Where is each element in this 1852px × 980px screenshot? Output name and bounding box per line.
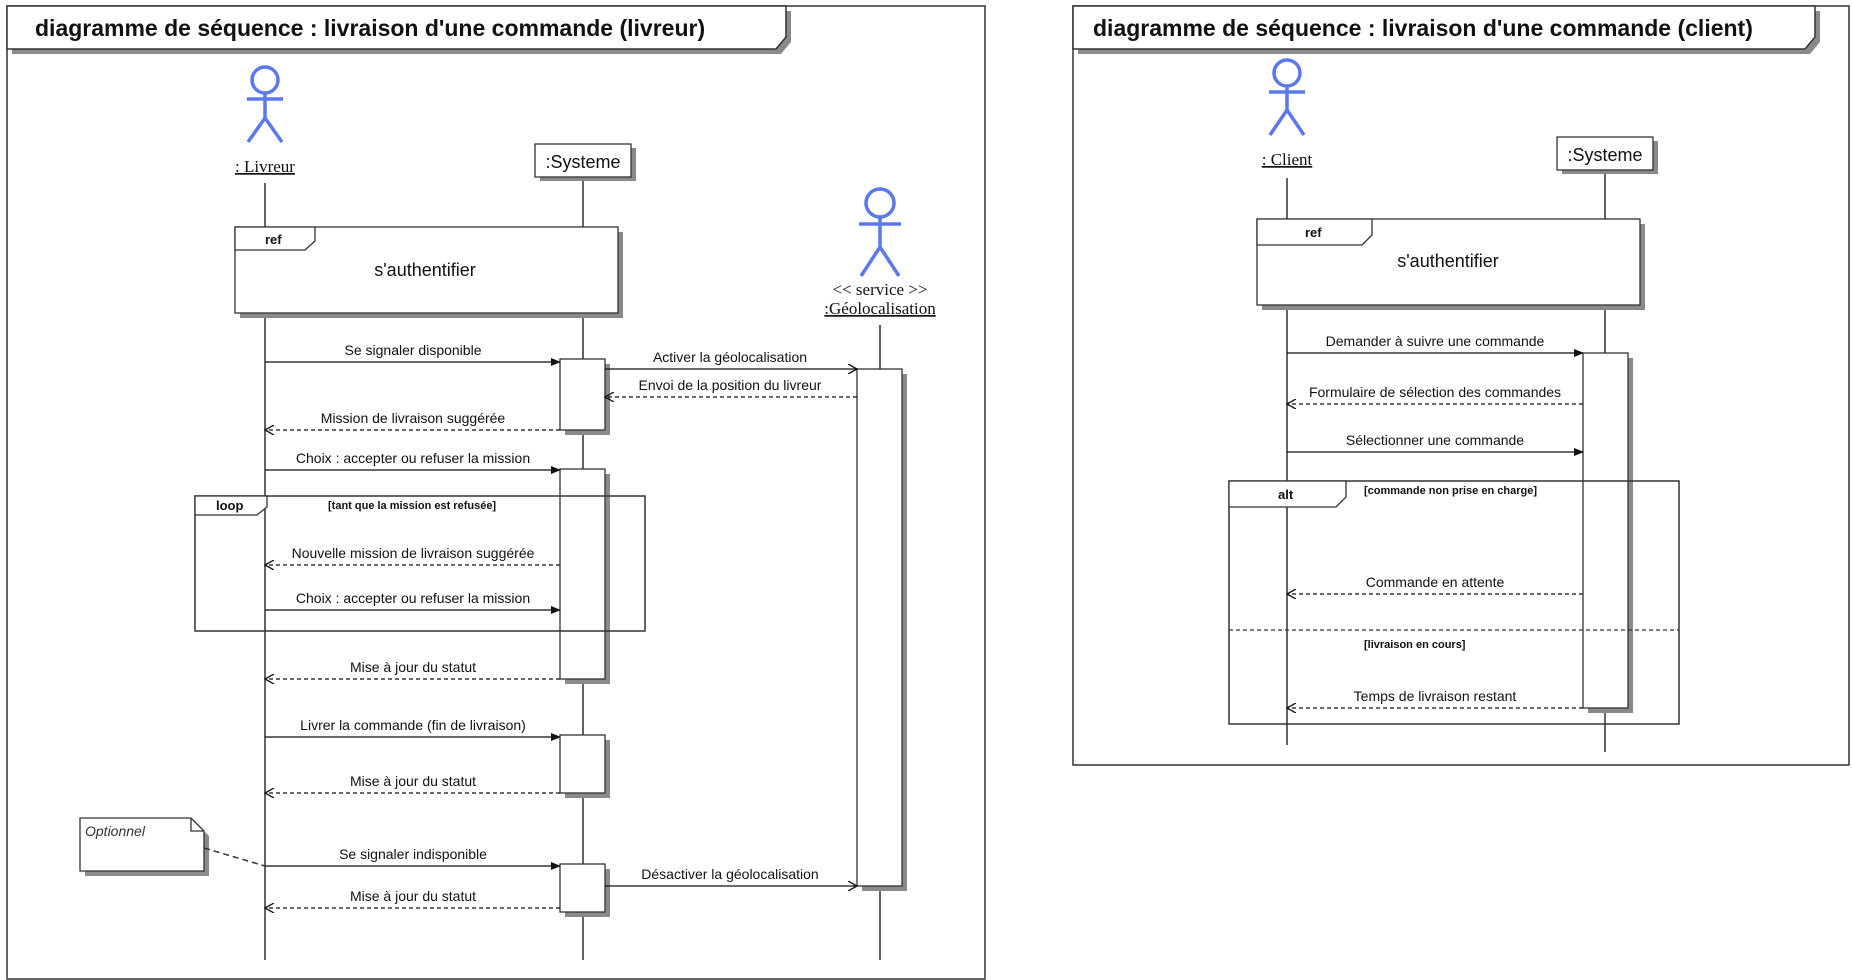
right-diagram-title: diagramme de séquence : livraison d'une … [1093,15,1753,41]
msg-commande-en-attente: Commande en attente [1366,574,1505,590]
msg-desactiver-geolocalisation: Désactiver la géolocalisation [641,866,818,882]
actor-livreur-label: : Livreur [235,157,295,176]
systeme-box-right [1556,136,1654,171]
alt-tag [1228,480,1347,508]
activation-systeme-4 [559,863,606,913]
msg-formulaire-selection: Formulaire de sélection des commandes [1309,384,1561,400]
msg-se-signaler-disponible: Se signaler disponible [345,342,482,358]
right-title-tab [1072,5,1816,50]
msg-selectionner-commande: Sélectionner une commande [1346,432,1524,448]
ref-label-right: s'authentifier [1397,251,1499,271]
left-sequence-diagram: diagramme de séquence : livraison d'une … [6,5,986,980]
systeme-box-left [534,143,632,178]
loop-tag-label: loop [216,498,243,513]
msg-mission-suggeree: Mission de livraison suggérée [321,410,506,426]
ref-tag-right [1256,218,1373,246]
note-optionnel-fold [190,818,204,832]
note-optionnel-label: Optionnel [85,823,146,839]
activation-systeme-right [1582,352,1629,709]
actor-geolocalisation-icon [859,187,901,277]
alt-guard-2: [livraison en cours] [1364,639,1466,651]
ref-tag-label-left: ref [265,232,282,247]
alt-fragment [1228,480,1680,725]
systeme-label-left: :Systeme [545,152,620,172]
ref-tag-label-right: ref [1305,225,1322,240]
systeme-label-right: :Systeme [1567,145,1642,165]
right-frame [1072,5,1850,766]
loop-guard: [tant que la mission est refusée] [328,500,496,512]
msg-maj-statut-1: Mise à jour du statut [350,659,476,675]
left-diagram-title: diagramme de séquence : livraison d'une … [35,15,705,41]
msg-envoi-position: Envoi de la position du livreur [639,377,822,393]
note-optionnel-connector [203,847,266,867]
msg-maj-statut-3: Mise à jour du statut [350,888,476,904]
ref-tag-left [234,226,316,251]
left-frame [6,5,986,980]
msg-activer-geolocalisation: Activer la géolocalisation [653,349,807,365]
loop-tag [194,495,268,516]
msg-maj-statut-2: Mise à jour du statut [350,773,476,789]
msg-livrer-commande: Livrer la commande (fin de livraison) [300,717,526,733]
geolocalisation-label: :Géolocalisation [824,299,936,318]
msg-temps-livraison: Temps de livraison restant [1354,688,1517,704]
actor-livreur-icon [246,65,284,144]
activation-systeme-3 [559,734,606,794]
note-optionnel [79,817,205,872]
msg-nouvelle-mission: Nouvelle mission de livraison suggérée [292,545,535,561]
msg-choix-1: Choix : accepter ou refuser la mission [296,450,530,466]
right-sequence-diagram: diagramme de séquence : livraison d'une … [1072,5,1850,766]
actor-client-label: : Client [1262,150,1313,169]
ref-label-left: s'authentifier [374,260,476,280]
left-title-tab [6,5,787,50]
actor-client-icon [1268,58,1306,136]
activation-systeme-1 [559,358,606,431]
alt-guard-1: [commande non prise en charge] [1364,485,1537,497]
msg-se-signaler-indisponible: Se signaler indisponible [339,846,487,862]
geolocalisation-stereotype: << service >> [833,280,928,299]
alt-tag-label: alt [1278,487,1294,502]
msg-choix-2: Choix : accepter ou refuser la mission [296,590,530,606]
msg-demander-suivre: Demander à suivre une commande [1326,333,1545,349]
activation-systeme-2 [559,468,606,680]
activation-geolocalisation [856,368,903,887]
loop-fragment [194,495,646,632]
